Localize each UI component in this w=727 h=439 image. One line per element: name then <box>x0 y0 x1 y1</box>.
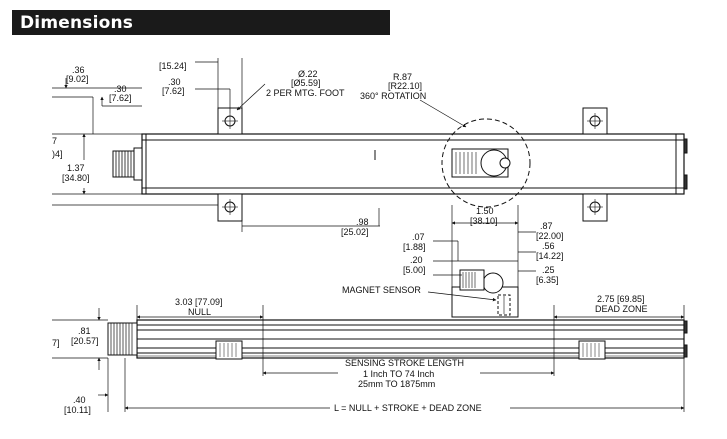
null-dim: 3.03 [77.09] <box>175 297 223 307</box>
dim-150-mm: [38.10] <box>470 216 498 226</box>
sensor-detail <box>427 231 536 318</box>
dim-030a-mm: [7.62] <box>109 93 132 103</box>
hole-note: 2 PER MTG. FOOT <box>266 88 345 98</box>
radius-mm: [R22.10] <box>388 81 422 91</box>
mounting-foot-top-right <box>582 107 608 135</box>
dim-1524-mm: [15.24] <box>159 61 187 71</box>
rotation-note: 360° ROTATION <box>360 91 426 101</box>
dim-040: .40 <box>73 395 86 405</box>
stroke-title: SENSING STROKE LENGTH <box>345 358 464 368</box>
dim-020: .20 <box>410 255 423 265</box>
side-view-labels: 3.03 [77.09] NULL 2.75 [69.85] DEAD ZONE… <box>52 294 648 415</box>
dim-007-mm: [1.88] <box>403 242 426 252</box>
rotation-circle <box>441 118 531 208</box>
hole-dia-mm: [Ø5.59] <box>291 78 321 88</box>
stroke-mm: 25mm TO 1875mm <box>358 379 435 389</box>
dim-030b-mm: [7.62] <box>162 86 185 96</box>
sensor-detail-labels: .87 [22.00] .07 [1.88] .56 [14.22] .20 [… <box>342 221 564 295</box>
hole-dia: Ø.22 <box>298 69 318 79</box>
magnet-sensor-label: MAGNET SENSOR <box>342 285 421 295</box>
dim-025-mm: [6.35] <box>536 275 559 285</box>
dim-036: .36 <box>72 65 85 75</box>
dim-007: .07 <box>412 232 425 242</box>
dim-087-mm: [22.00] <box>536 231 564 241</box>
length-formula: L = NULL + STROKE + DEAD ZONE <box>334 403 482 413</box>
dim-036-mm: [9.02] <box>66 74 89 84</box>
dim-056: .56 <box>542 241 555 251</box>
dim-040-mm: [10.11] <box>64 405 91 415</box>
mounting-foot-bottom-right <box>582 193 608 222</box>
null-label: NULL <box>188 307 211 317</box>
housing-top-view <box>141 133 685 195</box>
dim-087: .87 <box>540 221 553 231</box>
dim-020-mm: [5.00] <box>403 265 426 275</box>
connector-top-view <box>112 147 143 181</box>
dim-150: 1.50 <box>476 206 494 216</box>
dim-098-mm: [25.02] <box>341 227 369 237</box>
side-left-cut: 7] <box>52 338 60 348</box>
dim-056-mm: [14.22] <box>536 251 564 261</box>
section-header-bar: Dimensions <box>12 10 390 35</box>
left-cut-b: )4] <box>52 149 63 159</box>
dim-025: .25 <box>542 265 555 275</box>
sensor-top-view <box>451 148 511 178</box>
dim-098: .98 <box>356 217 369 227</box>
top-view <box>52 58 688 300</box>
mounting-foot-bottom-left <box>217 193 243 222</box>
radius: R.87 <box>393 72 412 82</box>
dim-030a: .30 <box>114 84 127 94</box>
dead-zone-dim: 2.75 [69.85] <box>597 294 645 304</box>
height-dim: 1.37 <box>67 163 85 173</box>
dim-081: .81 <box>78 326 91 336</box>
dim-081-mm: [20.57] <box>71 336 99 346</box>
left-cut-a: 7 <box>52 136 57 146</box>
height-dim-mm: [34.80] <box>62 173 90 183</box>
section-title: Dimensions <box>20 13 134 33</box>
side-view <box>52 305 688 412</box>
stroke-inch: 1 Inch TO 74 Inch <box>363 369 434 379</box>
top-view-labels: .36 [9.02] .30 [7.62] [15.24] .30 [7.62]… <box>52 61 498 237</box>
dim-030b: .30 <box>168 77 181 87</box>
dead-zone-label: DEAD ZONE <box>595 304 648 314</box>
